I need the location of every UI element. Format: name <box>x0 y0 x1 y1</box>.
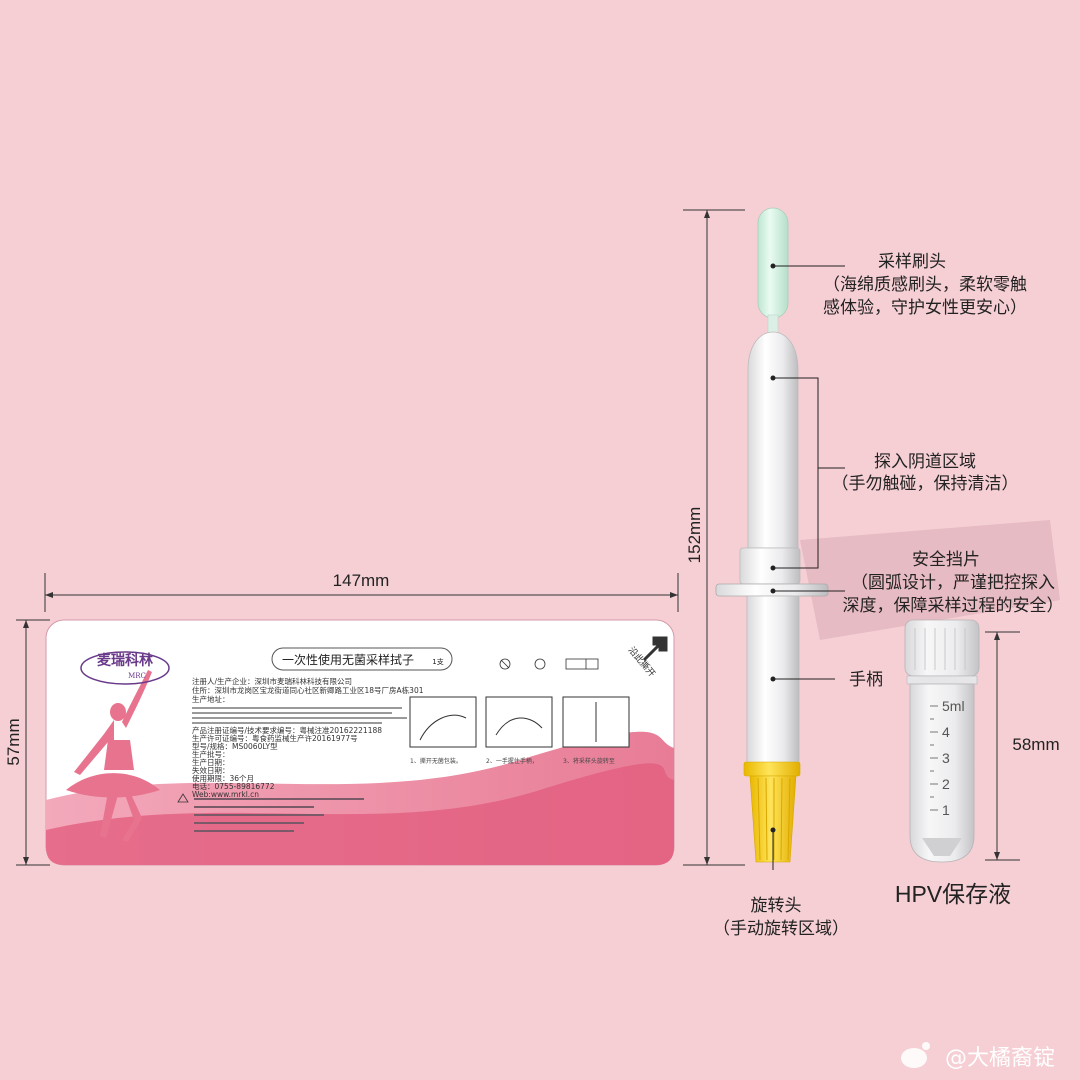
weibo-icon <box>901 1042 930 1068</box>
brush-desc-2: 感体验，守护女性更安心） <box>823 298 1027 318</box>
dimension-152mm <box>683 209 745 866</box>
package-label: 麦瑞科林 MRC 一次性使用无菌采样拭子 1支 沿此撕开 注册人/生产企业：深圳… <box>45 619 675 866</box>
rotate-title: 旋转头 <box>751 896 802 916</box>
reg-line-2: 生产许可证编号：粤食药监械生产许20161977号 <box>192 733 358 743</box>
reg-line-4: 生产批号： <box>192 749 230 759</box>
reg-line-5: 生产日期： <box>192 757 230 767</box>
step-1-text: 1、撕开无菌包装。 <box>410 757 462 765</box>
tube-scale-5ml: 5ml <box>942 698 965 714</box>
watermark: @大橘裔锭 <box>945 1046 1055 1071</box>
reg-line-6: 失效日期： <box>192 765 230 775</box>
reg-line-7: 使用期限：36个月 <box>192 773 254 783</box>
tube-cap <box>904 619 980 677</box>
brand-logo: 麦瑞科林 MRC <box>80 651 170 685</box>
warning-notes <box>177 793 364 832</box>
info-line-3: 生产地址： <box>192 694 230 704</box>
insert-desc: （手勿触碰，保持清洁） <box>832 474 1019 494</box>
tube-scale-1: 1 <box>942 802 950 818</box>
fine-print <box>192 707 407 724</box>
reg-line-3: 型号/规格：MS0060LY型 <box>192 741 278 751</box>
ballerina-illustration <box>66 670 160 842</box>
instruction-steps <box>409 696 630 748</box>
dimension-147mm <box>44 573 679 612</box>
dimension-label-length: 152mm <box>685 507 704 564</box>
rotate-head <box>749 775 797 863</box>
guard-title: 安全挡片 <box>912 550 980 570</box>
reg-line-1: 产品注册证编号/技术要求编号：粤械注准20162221188 <box>192 725 382 735</box>
package-symbol-icons <box>499 658 599 670</box>
product-quantity: 1支 <box>432 657 443 666</box>
tube-scale-3: 3 <box>942 750 950 766</box>
dimension-label-tube: 58mm <box>1012 735 1059 754</box>
guard-desc-2: 深度，保障采样过程的安全） <box>843 596 1064 616</box>
swab <box>715 207 829 863</box>
rotate-desc: （手动旋转区域） <box>713 919 849 939</box>
tube-body <box>909 683 975 863</box>
reg-line-9: Web:www.mrkl.cn <box>192 790 259 799</box>
dimension-58mm <box>985 631 1020 861</box>
handle-title: 手柄 <box>849 670 883 690</box>
insert-title: 探入阴道区域 <box>874 452 976 472</box>
tube-scale-2: 2 <box>942 776 950 792</box>
dimension-label-height: 57mm <box>4 718 23 765</box>
dimension-57mm <box>16 619 50 866</box>
reg-line-8: 电话：0755-89816772 <box>192 781 275 791</box>
product-name: 一次性使用无菌采样拭子 <box>282 652 414 667</box>
hpv-tube: 5ml 4 3 2 1 <box>904 619 980 863</box>
info-line-1: 注册人/生产企业：深圳市麦瑞科林科技有限公司 <box>192 676 352 686</box>
swab-shadow <box>800 520 1060 640</box>
guard-desc-1: （圆弧设计，严谨把控探入 <box>851 573 1055 593</box>
brand-en: MRC <box>128 672 146 680</box>
callout-lines <box>772 265 845 870</box>
brush-title: 采样刷头 <box>878 252 946 272</box>
insertion-region <box>747 331 799 549</box>
brand-name: 麦瑞科林 <box>97 652 153 669</box>
dimension-label-width: 147mm <box>333 571 390 590</box>
step-3-text: 3、将采样头旋转至 <box>563 757 615 765</box>
tear-arrow-icon <box>642 636 668 662</box>
info-line-2: 住所：深圳市龙岗区宝龙街道同心社区新卿路工业区18号厂房A栋301 <box>192 685 424 695</box>
brush-desc-1: （海绵质感刷头，柔软零触 <box>823 275 1027 295</box>
tube-caption: HPV保存液 <box>895 881 1011 907</box>
tube-scale-4: 4 <box>942 724 950 740</box>
callout-dots <box>770 263 776 833</box>
sampling-brush-head <box>757 207 789 319</box>
step-2-text: 2、一手握住手柄， <box>486 757 538 765</box>
